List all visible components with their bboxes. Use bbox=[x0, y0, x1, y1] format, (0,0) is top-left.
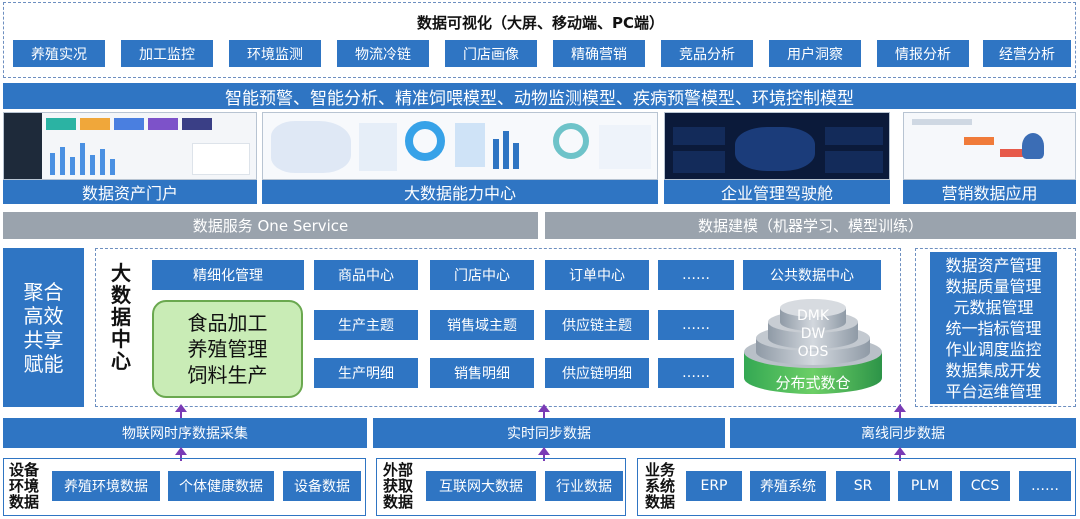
marketing-data-thumbnail bbox=[903, 112, 1076, 180]
domain-food-processing: 食品加工 bbox=[187, 311, 268, 335]
external-data-group bbox=[376, 458, 626, 516]
device-data-label: 设备环境数据 bbox=[9, 461, 40, 511]
production-theme[interactable]: 生产主题 bbox=[314, 310, 418, 340]
governance-integration: 数据集成开发 bbox=[945, 360, 1042, 380]
store-center[interactable]: 门店中心 bbox=[430, 260, 534, 290]
big-data-center-title: 大 数 据 中 心 bbox=[108, 262, 134, 372]
product-center[interactable]: 商品中心 bbox=[314, 260, 418, 290]
title-char-5: 心 bbox=[111, 349, 131, 373]
aggregation-line-2: 高效 bbox=[23, 303, 64, 328]
production-detail[interactable]: 生产明细 bbox=[314, 358, 418, 388]
business-data-group bbox=[637, 458, 1076, 516]
tab-breeding-live[interactable]: 养殖实况 bbox=[13, 40, 105, 67]
big-data-center-thumbnail bbox=[262, 112, 658, 180]
ccs-system[interactable]: CCS bbox=[960, 471, 1010, 501]
aggregation-line-3: 共享 bbox=[23, 327, 64, 352]
arrow-iot-up-2 bbox=[175, 447, 187, 461]
more-centers[interactable]: …… bbox=[658, 260, 734, 290]
models-band: 智能预警、智能分析、精准饲喂模型、动物监测模型、疾病预警模型、环境控制模型 bbox=[3, 83, 1076, 109]
arrow-iot-up-1 bbox=[175, 404, 187, 418]
tab-store-profile[interactable]: 门店画像 bbox=[445, 40, 537, 67]
order-center[interactable]: 订单中心 bbox=[545, 260, 649, 290]
layer-dmk-label: DMK bbox=[796, 308, 830, 324]
aggregation-line-1: 聚合 bbox=[23, 279, 64, 304]
plm-system[interactable]: PLM bbox=[898, 471, 952, 501]
tab-cold-chain[interactable]: 物流冷链 bbox=[337, 40, 429, 67]
supply-chain-theme[interactable]: 供应链主题 bbox=[545, 310, 649, 340]
more-systems[interactable]: …… bbox=[1019, 471, 1071, 501]
title-char-1: 大 bbox=[111, 261, 131, 285]
public-data-center[interactable]: 公共数据中心 bbox=[743, 260, 881, 290]
governance-quality: 数据质量管理 bbox=[945, 276, 1042, 296]
tab-user-insight[interactable]: 用户洞察 bbox=[769, 40, 861, 67]
title-char-4: 中 bbox=[111, 327, 131, 351]
title-char-2: 数 bbox=[111, 283, 131, 307]
data-modeling-band: 数据建模（机器学习、模型训练） bbox=[545, 212, 1076, 239]
business-data-label: 业务系统数据 bbox=[645, 461, 676, 511]
individual-health-data[interactable]: 个体健康数据 bbox=[168, 471, 274, 501]
tab-precise-marketing[interactable]: 精确营销 bbox=[553, 40, 645, 67]
realtime-sync-band: 实时同步数据 bbox=[373, 418, 725, 448]
app-big-data-center[interactable]: 大数据能力中心 bbox=[262, 180, 658, 204]
erp-system[interactable]: ERP bbox=[686, 471, 742, 501]
app-marketing-data[interactable]: 营销数据应用 bbox=[903, 180, 1076, 204]
device-data-group bbox=[3, 458, 366, 516]
governance-ops: 平台运维管理 bbox=[945, 381, 1042, 401]
visualization-panel: 数据可视化（大屏、移动端、PC端） bbox=[3, 2, 1076, 78]
tab-processing-monitor[interactable]: 加工监控 bbox=[121, 40, 213, 67]
governance-metadata: 元数据管理 bbox=[953, 297, 1034, 317]
more-themes[interactable]: …… bbox=[658, 310, 734, 340]
tab-intelligence-analysis[interactable]: 情报分析 bbox=[877, 40, 969, 67]
offline-sync-band: 离线同步数据 bbox=[730, 418, 1076, 448]
business-domains-box: 食品加工 养殖管理 饲料生产 bbox=[152, 300, 303, 398]
arrow-offline-up-2 bbox=[894, 447, 906, 461]
big-data-center-panel bbox=[95, 248, 901, 407]
tab-operation-analysis[interactable]: 经营分析 bbox=[983, 40, 1071, 67]
arrow-realtime-up-2 bbox=[538, 447, 550, 461]
arrow-offline-up-1 bbox=[894, 404, 906, 418]
domain-feed-production: 饲料生产 bbox=[187, 363, 268, 387]
refined-management-button[interactable]: 精细化管理 bbox=[152, 260, 304, 290]
governance-metrics: 统一指标管理 bbox=[945, 318, 1042, 338]
layer-ods-label: ODS bbox=[797, 344, 829, 360]
governance-asset: 数据资产管理 bbox=[945, 255, 1042, 275]
visualization-title: 数据可视化（大屏、移动端、PC端） bbox=[416, 14, 664, 32]
layer-dw-label: DW bbox=[800, 326, 826, 342]
title-char-3: 据 bbox=[111, 305, 131, 329]
management-cockpit-thumbnail bbox=[664, 112, 890, 180]
external-data-label: 外部获取数据 bbox=[383, 461, 414, 511]
governance-panel: 数据资产管理 数据质量管理 元数据管理 统一指标管理 作业调度监控 数据集成开发… bbox=[930, 252, 1057, 404]
tab-competitor-analysis[interactable]: 竞品分析 bbox=[661, 40, 753, 67]
industry-data[interactable]: 行业数据 bbox=[545, 471, 623, 501]
data-service-band: 数据服务 One Service bbox=[3, 212, 538, 239]
sales-domain-theme[interactable]: 销售域主题 bbox=[430, 310, 534, 340]
more-details[interactable]: …… bbox=[658, 358, 734, 388]
breeding-system[interactable]: 养殖系统 bbox=[750, 471, 826, 501]
arrow-realtime-up-1 bbox=[538, 404, 550, 418]
governance-panel-frame bbox=[915, 248, 1076, 407]
domain-breeding-management: 养殖管理 bbox=[187, 337, 268, 361]
supply-chain-detail[interactable]: 供应链明细 bbox=[545, 358, 649, 388]
sales-detail[interactable]: 销售明细 bbox=[430, 358, 534, 388]
aggregation-panel: 聚合 高效 共享 赋能 bbox=[3, 248, 84, 407]
app-management-cockpit[interactable]: 企业管理驾驶舱 bbox=[664, 180, 890, 204]
app-data-asset-portal[interactable]: 数据资产门户 bbox=[3, 180, 257, 204]
equipment-data[interactable]: 设备数据 bbox=[283, 471, 361, 501]
data-asset-portal-thumbnail bbox=[3, 112, 257, 180]
internet-big-data[interactable]: 互联网大数据 bbox=[426, 471, 536, 501]
governance-scheduling: 作业调度监控 bbox=[945, 339, 1042, 359]
aggregation-line-4: 赋能 bbox=[23, 351, 64, 376]
sr-system[interactable]: SR bbox=[836, 471, 890, 501]
distributed-warehouse-label: 分布式数仓 bbox=[775, 374, 851, 392]
iot-collection-band: 物联网时序数据采集 bbox=[3, 418, 367, 448]
tab-environment-monitor[interactable]: 环境监测 bbox=[229, 40, 321, 67]
distributed-warehouse-cylinder bbox=[744, 299, 882, 394]
breeding-env-data[interactable]: 养殖环境数据 bbox=[52, 471, 160, 501]
